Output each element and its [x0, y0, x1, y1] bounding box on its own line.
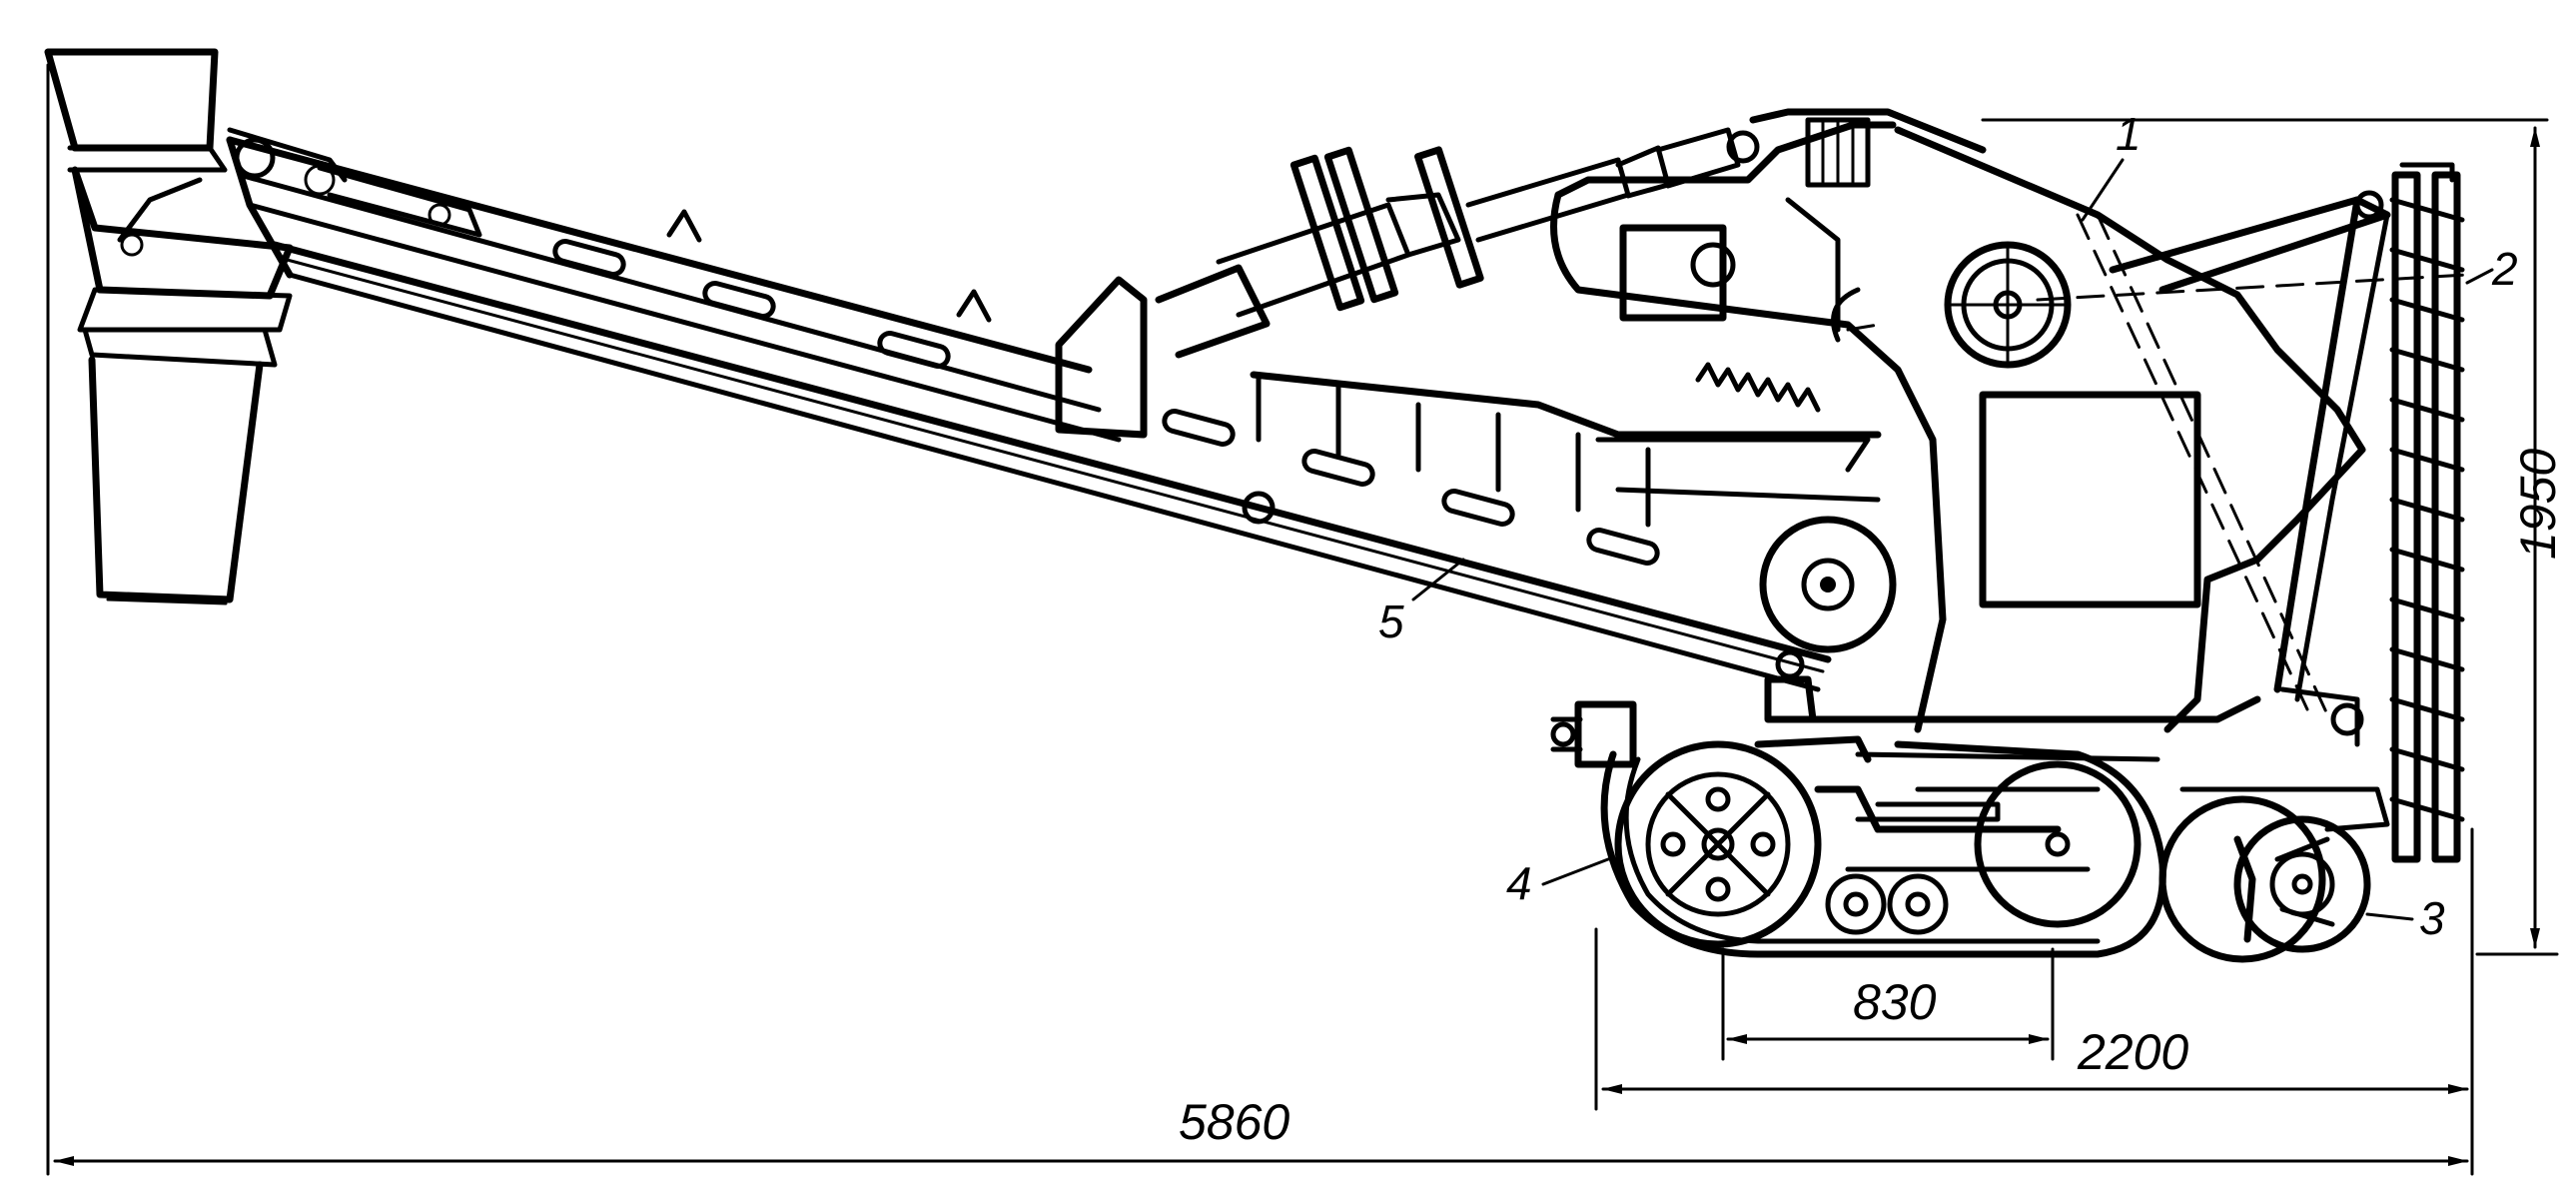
label-3: 3: [2419, 892, 2445, 944]
undercarriage: [1541, 649, 2166, 958]
label-1: 1: [2116, 108, 2142, 160]
dim-wheelbase: 830: [1853, 974, 1937, 1030]
dim-total-length: 5860: [1179, 1094, 1289, 1150]
discharge-chute: [44, 48, 294, 605]
dim-height: 1950: [2510, 449, 2566, 560]
conveyor-boom: [226, 127, 1897, 692]
dim-chassis-length: 2200: [2077, 1024, 2188, 1080]
label-2: 2: [2491, 243, 2518, 295]
label-5: 5: [1378, 596, 1404, 647]
label-4: 4: [1506, 857, 1532, 909]
main-frame: [1550, 108, 2469, 792]
dimensions: [46, 63, 2559, 1176]
auger-mast: [2109, 162, 2494, 863]
leader-1: [2081, 158, 2125, 222]
cutter-wheel: [2158, 786, 2414, 963]
